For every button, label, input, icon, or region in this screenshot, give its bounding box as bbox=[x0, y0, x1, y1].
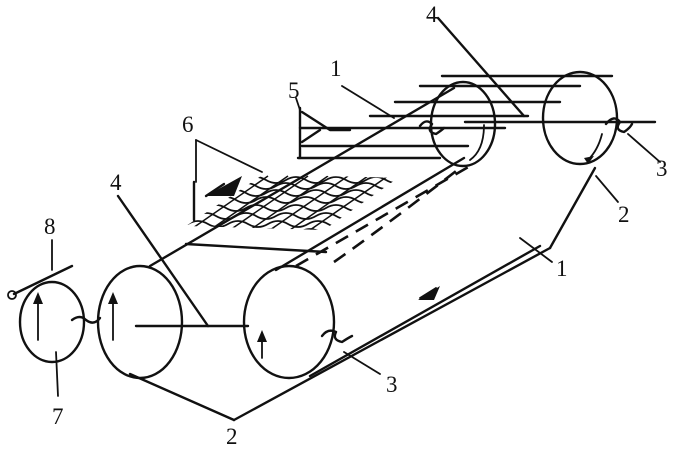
label-belt-top: 1 bbox=[330, 56, 342, 81]
feed-arrow-shaft bbox=[204, 182, 226, 198]
label-handle: 8 bbox=[44, 214, 56, 239]
shaft-far bbox=[436, 16, 526, 118]
journal-front bbox=[320, 329, 354, 344]
shaft-front bbox=[116, 194, 250, 328]
handle-8 bbox=[7, 264, 74, 300]
label-bracket: 5 bbox=[288, 78, 300, 103]
label-journal-front: 3 bbox=[386, 372, 398, 397]
return-belt bbox=[128, 166, 597, 422]
sheet-base-line bbox=[184, 242, 328, 254]
label-sheet: 6 bbox=[182, 112, 194, 137]
label-shaft-far: 4 bbox=[426, 2, 438, 27]
front-pulley-left bbox=[96, 264, 184, 380]
label-wheel: 7 bbox=[52, 404, 64, 429]
leader-lines bbox=[51, 85, 661, 421]
journal-inner bbox=[418, 120, 446, 136]
label-pulley-far: 2 bbox=[618, 202, 630, 227]
bracket-5 bbox=[298, 106, 352, 160]
front-pulley-right bbox=[242, 264, 336, 380]
label-belt-return: 1 bbox=[556, 256, 568, 281]
label-journal-far: 3 bbox=[656, 156, 668, 181]
upper-slats bbox=[296, 74, 657, 160]
label-pulley-front: 2 bbox=[226, 424, 238, 449]
drive-wheel-7 bbox=[18, 280, 102, 364]
journal-far bbox=[604, 117, 634, 134]
label-shaft-front: 4 bbox=[110, 170, 122, 195]
